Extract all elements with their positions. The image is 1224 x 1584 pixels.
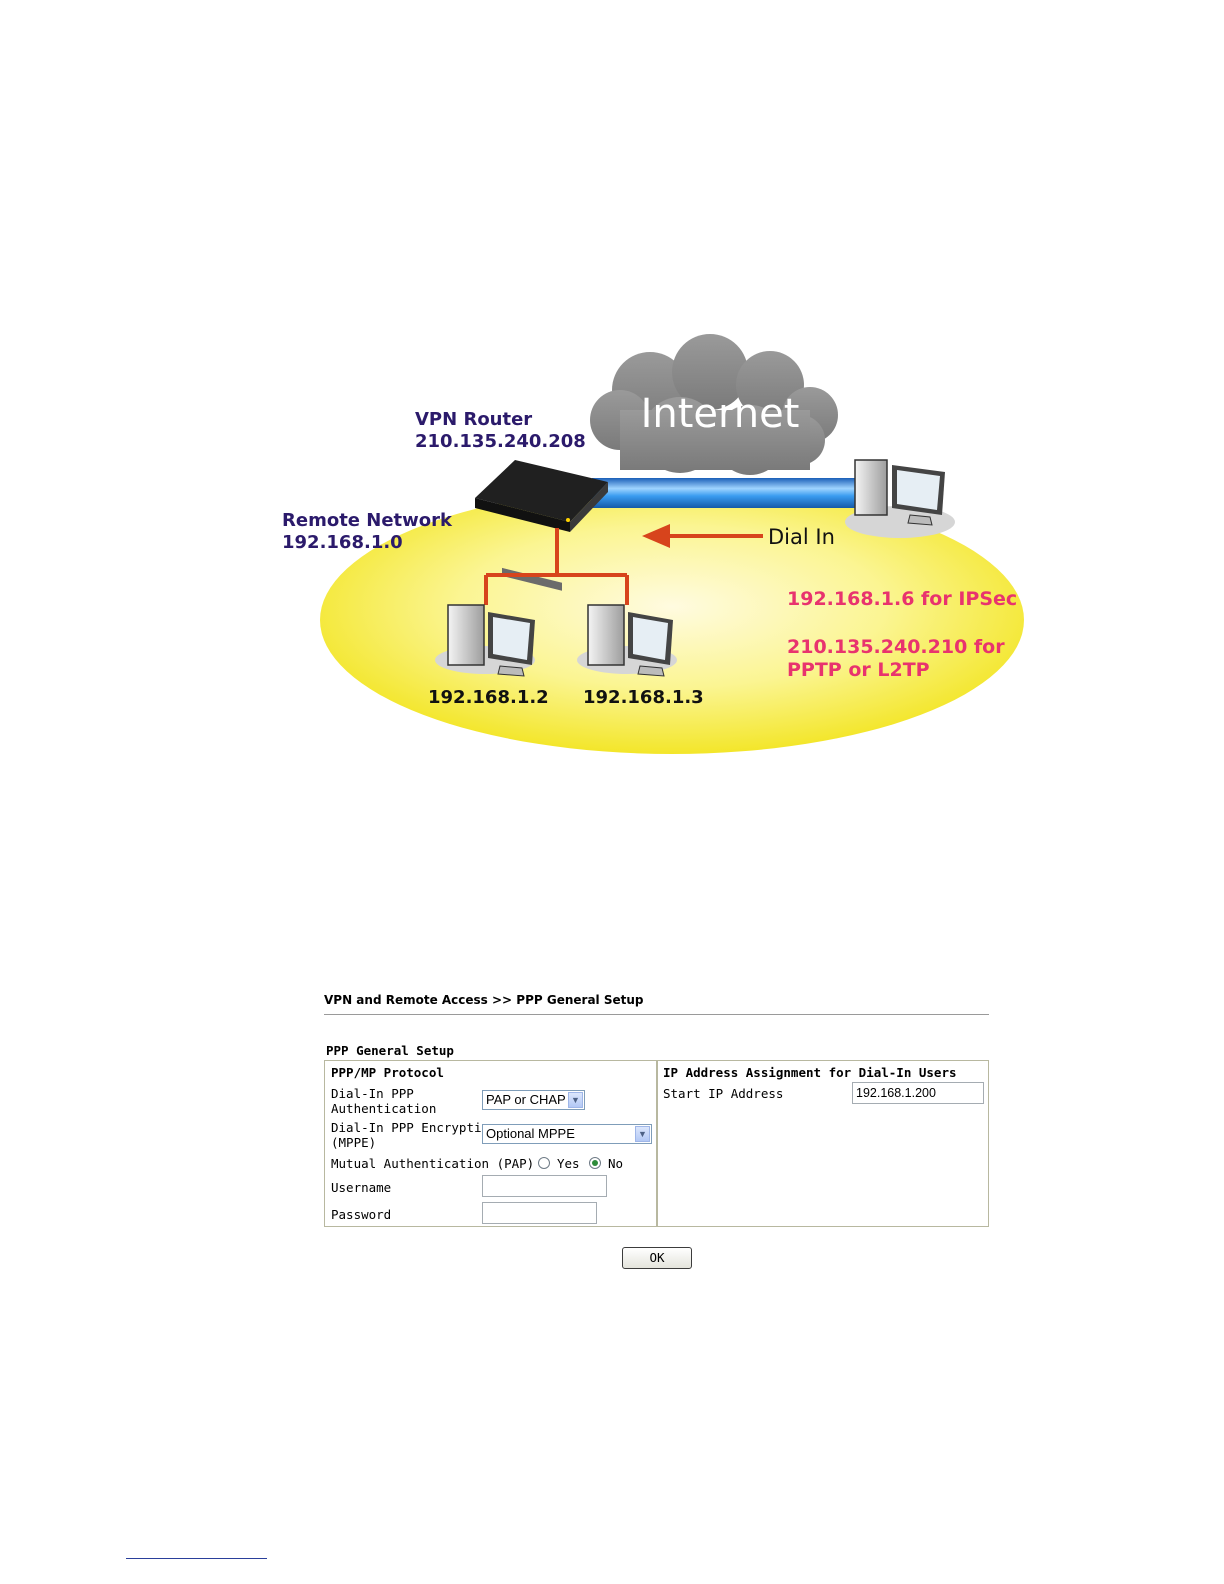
auth-select[interactable]: PAP or CHAP ▼ xyxy=(482,1090,585,1110)
start-ip-field[interactable]: 192.168.1.200 xyxy=(852,1082,984,1104)
enc-label-line2: (MPPE) xyxy=(331,1135,376,1150)
auth-label-line1: Dial-In PPP xyxy=(331,1086,414,1101)
pptp-note-line1: 210.135.240.210 for xyxy=(787,636,1005,658)
enc-label-line1: Dial-In PPP Encryption xyxy=(331,1120,497,1135)
footnote-divider xyxy=(126,1558,267,1559)
start-ip-label: Start IP Address xyxy=(663,1086,783,1101)
pptp-note-line2: PPTP or L2TP xyxy=(787,659,930,681)
mutual-auth-label: Mutual Authentication (PAP) xyxy=(331,1156,534,1171)
mutual-auth-no-label: No xyxy=(608,1156,623,1171)
remote-computer-icon xyxy=(845,460,955,538)
encryption-select-value: Optional MPPE xyxy=(486,1126,575,1141)
ppp-mp-protocol-title: PPP/MP Protocol xyxy=(331,1065,444,1080)
section-title: PPP General Setup xyxy=(326,1043,454,1058)
password-field[interactable] xyxy=(482,1202,597,1224)
chevron-down-icon[interactable]: ▼ xyxy=(568,1092,583,1108)
mutual-auth-yes-label: Yes xyxy=(557,1156,580,1171)
ipsec-note: 192.168.1.6 for IPSec xyxy=(787,588,1017,610)
dial-in-label: Dial In xyxy=(768,525,835,549)
mutual-auth-yes-radio[interactable] xyxy=(538,1157,550,1169)
host-1-ip: 192.168.1.2 xyxy=(428,687,549,708)
encryption-select[interactable]: Optional MPPE ▼ xyxy=(482,1124,652,1144)
network-diagram: Internet Dial In xyxy=(270,330,1060,760)
password-label: Password xyxy=(331,1207,391,1222)
ip-assignment-panel: IP Address Assignment for Dial-In Users … xyxy=(656,1060,989,1227)
mutual-auth-no-radio[interactable] xyxy=(589,1157,601,1169)
ip-assignment-title: IP Address Assignment for Dial-In Users xyxy=(663,1065,957,1080)
remote-network-ip: 192.168.1.0 xyxy=(282,532,403,553)
host-2-ip: 192.168.1.3 xyxy=(583,687,704,708)
router-ip: 210.135.240.208 xyxy=(415,431,586,452)
internet-label: Internet xyxy=(641,391,800,437)
chevron-down-icon[interactable]: ▼ xyxy=(635,1126,650,1142)
breadcrumb: VPN and Remote Access >> PPP General Set… xyxy=(324,993,643,1007)
vpn-tunnel xyxy=(592,478,862,508)
username-field[interactable] xyxy=(482,1175,607,1197)
username-label: Username xyxy=(331,1180,391,1195)
auth-select-value: PAP or CHAP xyxy=(486,1092,566,1107)
ok-button[interactable]: OK xyxy=(622,1247,692,1269)
router-title: VPN Router xyxy=(415,409,532,430)
ppp-mp-protocol-panel: PPP/MP Protocol Dial-In PPP Authenticati… xyxy=(324,1060,658,1227)
remote-network-title: Remote Network xyxy=(282,510,453,531)
breadcrumb-divider xyxy=(324,1014,989,1015)
auth-label-line2: Authentication xyxy=(331,1101,436,1116)
